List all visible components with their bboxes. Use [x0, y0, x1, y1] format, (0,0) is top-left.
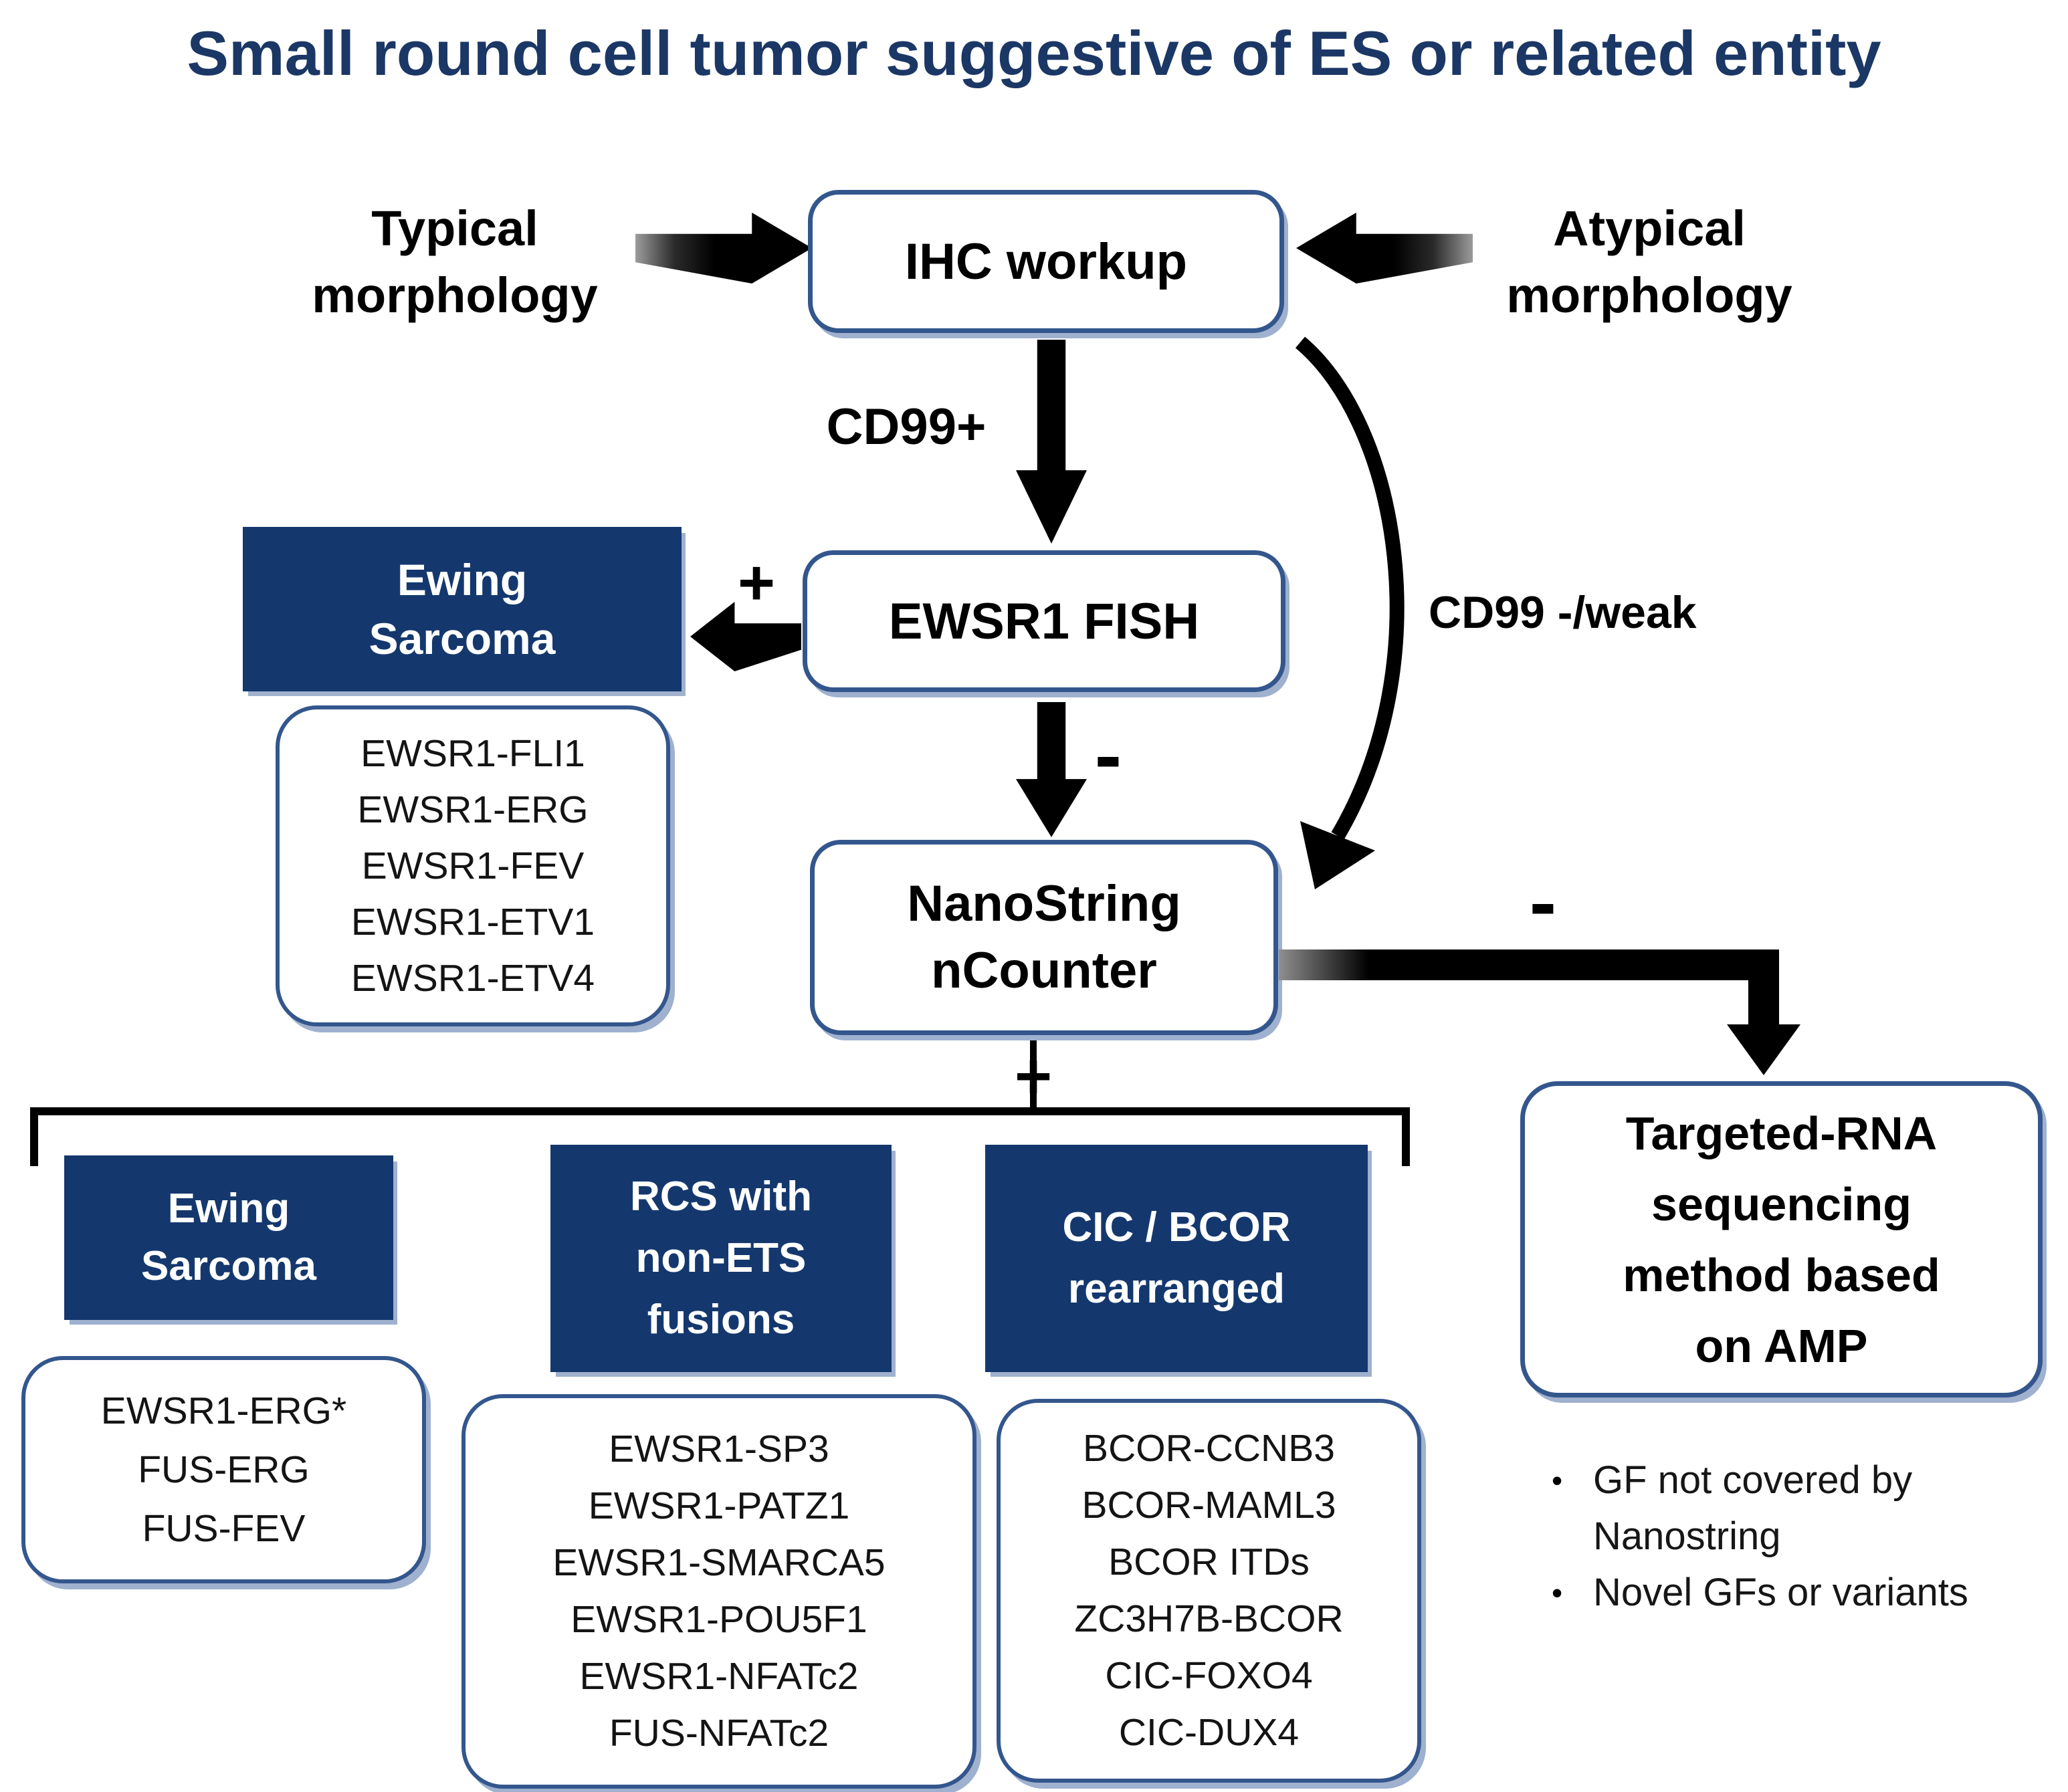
fusion-list-ewing-fish: EWSR1-FLI1 EWSR1-ERG EWSR1-FEV EWSR1-ETV…: [276, 705, 670, 1026]
node-atypical-morphology: Atypical morphology: [1506, 201, 1792, 323]
bracket-tick-left: [30, 1107, 38, 1166]
arrow-shaft-vertical: [1748, 949, 1779, 1028]
node-ewing-sarcoma-nanostring: Ewing Sarcoma: [64, 1155, 393, 1320]
node-rcs-non-ets: RCS with non-ETS fusions: [550, 1145, 892, 1372]
edge-label-fish-positive: +: [737, 547, 776, 619]
edge-label-cd99-positive: CD99+: [826, 399, 987, 455]
note-item: • Novel GFs or variants: [1552, 1565, 2068, 1621]
fusion-list-ewing-nanostring: EWSR1-ERG* FUS-ERG FUS-FEV: [21, 1356, 426, 1583]
edge-label-fish-negative: -: [1094, 709, 1122, 800]
edge-label-nanostring-negative: -: [1529, 857, 1557, 947]
note-item: • GF not covered by Nanostring: [1552, 1452, 2068, 1565]
node-ihc-workup: IHC workup: [808, 190, 1284, 333]
node-cic-bcor: CIC / BCOR rearranged: [985, 1145, 1368, 1372]
notes-list: • GF not covered by Nanostring • Novel G…: [1552, 1452, 2068, 1621]
plus-connector-line: [1030, 1040, 1037, 1107]
note-text: Novel GFs or variants: [1593, 1571, 1968, 1614]
fusion-list-cic-bcor: BCOR-CCNB3 BCOR-MAML3 BCOR ITDs ZC3H7B-B…: [997, 1399, 1421, 1783]
page-title: Small round cell tumor suggestive of ES …: [187, 18, 1881, 88]
edge-label-cd99-neg-weak: CD99 -/weak: [1429, 587, 1697, 638]
bullet-icon: •: [1552, 1575, 1563, 1610]
node-ewing-sarcoma-fish: Ewing Sarcoma: [243, 527, 682, 691]
edge-label-nanostring-positive: +: [1014, 1040, 1053, 1112]
note-text: GF not covered by Nanostring: [1593, 1458, 1913, 1558]
node-ewsr1-fish: EWSR1 FISH: [803, 550, 1285, 692]
bullet-icon: •: [1552, 1463, 1563, 1498]
fusion-list-rcs-non-ets: EWSR1-SP3 EWSR1-PATZ1 EWSR1-SMARCA5 EWSR…: [461, 1394, 976, 1789]
arrow-shaft-horizontal: [1279, 949, 1779, 980]
node-typical-morphology: Typical morphology: [312, 201, 598, 323]
node-nanostring-ncounter: NanoString nCounter: [810, 840, 1278, 1035]
node-targeted-rna-seq: Targeted-RNA sequencing method based on …: [1520, 1081, 2043, 1397]
bracket-tick-right: [1402, 1107, 1410, 1166]
bracket-line: [30, 1107, 1410, 1115]
